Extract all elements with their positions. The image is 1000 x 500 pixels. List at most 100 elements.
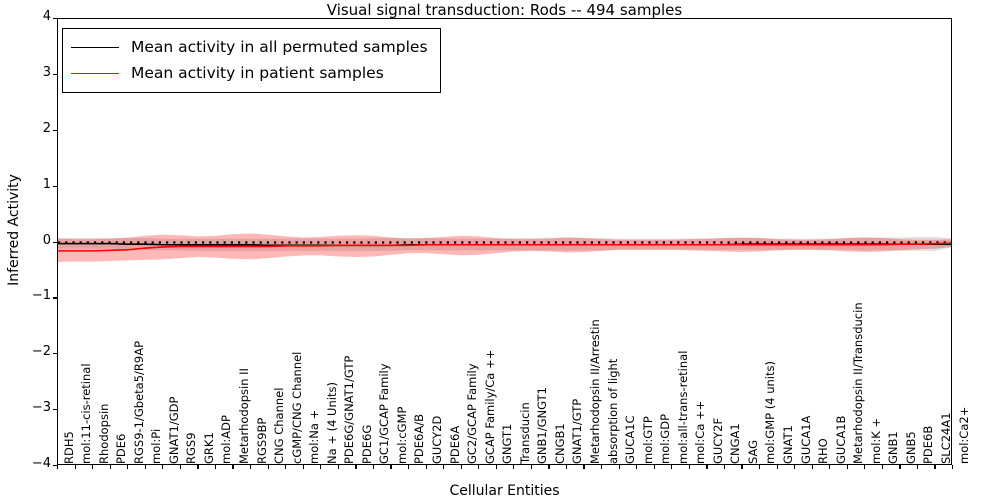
x-tick-mark xyxy=(530,465,532,469)
x-tick-label: PDE6A/B xyxy=(412,413,427,464)
x-tick-mark xyxy=(706,465,708,469)
x-tick-mark xyxy=(794,465,796,469)
chart-title: Visual signal transduction: Rods -- 494 … xyxy=(326,1,683,19)
x-tick-mark xyxy=(214,465,217,469)
x-tick-label: absorption of light xyxy=(605,358,620,464)
y-tick-mark xyxy=(53,73,57,76)
y-tick-mark xyxy=(53,297,57,299)
x-tick-label: GNGT1 xyxy=(500,423,515,464)
x-tick-mark xyxy=(618,465,620,469)
y-tick-mark xyxy=(53,129,57,131)
x-tick-label: PDE6A xyxy=(447,425,462,464)
legend-swatch-icon xyxy=(71,72,119,74)
x-tick-mark xyxy=(232,465,234,469)
x-tick-label: mol:cGMP xyxy=(394,406,409,464)
x-tick-mark xyxy=(671,465,673,469)
x-tick-label: cGMP/CNG Channel xyxy=(289,351,304,464)
series-lines xyxy=(58,241,951,252)
x-tick-mark xyxy=(688,465,690,469)
permuted-band xyxy=(58,236,951,251)
x-tick-label: mol:GMP (4 units) xyxy=(763,361,778,464)
x-tick-label: GC2/GCAP Family xyxy=(465,363,480,464)
x-tick-mark xyxy=(565,465,568,469)
x-tick-label: GCAP Family/Ca ++ xyxy=(482,349,497,464)
x-tick-mark xyxy=(57,465,59,469)
legend-swatch-icon xyxy=(71,46,119,48)
x-tick-label: PDE6G/GNAT1/GTP xyxy=(342,355,357,464)
y-tick-mark xyxy=(53,185,57,187)
x-tick-label: RHO xyxy=(816,438,831,464)
x-tick-label: mol:Pi xyxy=(149,428,164,464)
y-tick-label: −1 xyxy=(31,288,51,304)
x-tick-mark xyxy=(934,465,936,469)
x-tick-label: GNB5 xyxy=(903,431,918,464)
legend-label: Mean activity in patient samples xyxy=(131,64,384,82)
x-tick-label: Metarhodopsin II xyxy=(236,368,251,464)
x-tick-mark xyxy=(864,465,866,469)
y-tick-mark xyxy=(53,18,57,20)
x-tick-mark xyxy=(337,465,339,469)
x-tick-mark xyxy=(601,465,603,469)
x-tick-mark xyxy=(179,465,182,469)
x-tick-label: Transducin xyxy=(517,402,532,464)
x-tick-mark xyxy=(829,465,831,469)
x-tick-mark xyxy=(127,465,129,469)
x-tick-label: RDH5 xyxy=(61,431,76,464)
x-tick-mark xyxy=(285,465,287,469)
x-tick-mark xyxy=(74,465,76,469)
x-tick-label: mol:11-cis-retinal xyxy=(79,363,94,464)
x-tick-mark xyxy=(109,465,111,469)
x-tick-mark xyxy=(443,465,445,469)
x-tick-mark xyxy=(916,465,919,469)
x-tick-label: mol:Ca ++ xyxy=(693,400,708,464)
x-tick-label: GNAT1 xyxy=(781,425,795,464)
x-tick-label: SLC24A1 xyxy=(938,412,953,464)
x-tick-label: GNB1/GNGT1 xyxy=(535,387,550,464)
y-tick-mark xyxy=(53,241,57,243)
x-tick-label: mol:all-trans-retinal xyxy=(675,350,690,464)
x-tick-mark xyxy=(776,465,778,469)
x-tick-mark xyxy=(372,465,375,469)
x-tick-label: CNG Channel xyxy=(272,387,287,464)
x-tick-label: Metarhodopsin II/Transducin xyxy=(851,302,866,464)
x-tick-label: mol:Na + xyxy=(307,409,322,464)
x-axis-label: Cellular Entities xyxy=(449,483,560,499)
x-axis-tick-marks xyxy=(57,465,954,473)
x-tick-mark xyxy=(758,465,761,469)
x-tick-mark xyxy=(899,465,901,469)
x-tick-label: RGS9 xyxy=(184,432,199,464)
x-tick-mark xyxy=(460,465,462,469)
x-tick-label: PDE6B xyxy=(921,425,936,464)
x-tick-mark xyxy=(513,465,515,469)
confidence-bands xyxy=(58,233,951,263)
x-tick-label: CNGA1 xyxy=(728,423,743,464)
x-tick-mark xyxy=(952,465,954,469)
x-tick-label: CNGB1 xyxy=(552,423,567,464)
x-tick-label: mol:GDP xyxy=(658,413,673,464)
series-line xyxy=(58,242,951,252)
y-tick-label: −2 xyxy=(31,344,51,360)
x-tick-mark xyxy=(478,465,480,469)
x-tick-mark xyxy=(636,465,638,469)
y-tick-mark xyxy=(53,465,57,467)
x-tick-mark xyxy=(583,465,585,469)
x-tick-label: RGS9BP xyxy=(254,417,269,464)
y-tick-label: −3 xyxy=(31,400,51,416)
y-tick-label: 4 xyxy=(42,9,51,24)
x-tick-mark xyxy=(653,465,655,469)
x-tick-label: GNAT1/GTP xyxy=(570,398,585,464)
x-tick-mark xyxy=(250,465,252,469)
x-tick-mark xyxy=(144,465,146,469)
x-tick-mark xyxy=(846,465,848,469)
x-tick-label: PDE6 xyxy=(114,433,129,464)
x-tick-label: GUCY2D xyxy=(430,415,445,464)
y-tick-label: 3 xyxy=(42,64,51,80)
x-tick-mark xyxy=(320,465,322,469)
y-tick-mark xyxy=(53,409,57,411)
y-tick-label: 0 xyxy=(42,232,51,248)
x-tick-mark xyxy=(723,465,726,469)
x-tick-mark xyxy=(425,465,427,469)
y-tick-label: 1 xyxy=(42,176,51,192)
